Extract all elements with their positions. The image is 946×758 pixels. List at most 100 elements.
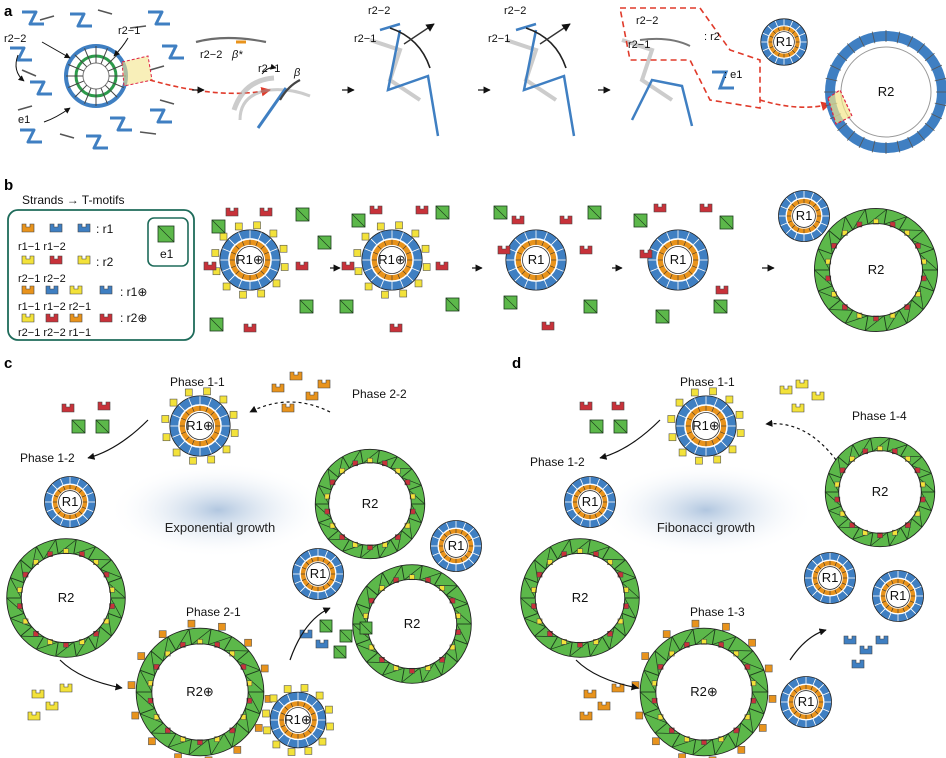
d-loose-blue-2 — [875, 635, 889, 645]
b-motif-15 — [653, 203, 667, 213]
ring-label-c-3: R2 — [58, 590, 75, 605]
scattered-strands — [17, 9, 175, 139]
ring-label-d-7: R2⊕ — [690, 684, 718, 699]
b-motif-6 — [415, 205, 429, 215]
ring-label-b-2: R1⊕ — [378, 252, 406, 267]
legend-motif-orange — [21, 223, 35, 233]
c-ring-r1-left — [44, 476, 96, 528]
legend-motif-blue — [49, 223, 63, 233]
step1-label-r21: r2−1 — [354, 33, 376, 45]
phase-c-4: Phase 2-1 — [186, 605, 241, 619]
c-loose-tile-3 — [95, 419, 110, 434]
ring-label-d-1: R1⊕ — [692, 418, 720, 433]
c-loose-sq-0 — [319, 619, 333, 633]
step3-label-r2: : r2 — [704, 31, 720, 43]
d-loose-blue-1 — [859, 645, 873, 655]
e1-frame — [147, 217, 189, 267]
legend-e1-tile — [157, 225, 175, 243]
c-ring-r2-top-right — [314, 448, 426, 560]
step3-label-e1: : e1 — [724, 69, 742, 81]
c-loose-orange-1 — [289, 371, 303, 381]
b-ring-2 — [353, 221, 431, 299]
b-motif-0 — [225, 207, 239, 217]
step2-label-r22: r2−2 — [504, 5, 526, 17]
d-loose-yellow-1 — [795, 379, 809, 389]
phase-c-2: Phase 2-2 — [352, 387, 407, 401]
phase-d-1: Phase 1-1 — [680, 375, 735, 389]
cycle-arrows-d — [575, 419, 837, 691]
b-tile-15 — [713, 299, 728, 314]
d-loose-motif-1 — [611, 401, 625, 411]
cycle-arrows-c — [59, 401, 331, 691]
c-ring-r1-mid — [292, 548, 344, 600]
panel-letter-b: b — [4, 177, 13, 194]
d-ring-r1p-top — [667, 387, 745, 465]
b-motif-8 — [435, 261, 449, 271]
c-loose-blue-0 — [315, 639, 329, 649]
legend-row-4-sub: r1−1 r1−2 r2−1 — [18, 301, 91, 313]
ring-label-d-8: R1 — [798, 694, 815, 709]
ring-label-d-2: R1 — [582, 494, 599, 509]
detail-label-beta: β — [293, 67, 301, 79]
detail-label-r22: r2−2 — [200, 49, 222, 61]
legend-motif-red — [49, 255, 63, 265]
b-tile-3 — [209, 317, 224, 332]
ring-label-c-6: R1 — [310, 566, 327, 581]
c-ring-r1p-bottom — [262, 684, 334, 756]
ring-label-c-9: R1⊕ — [284, 712, 312, 727]
c-ring-r1-right — [430, 520, 482, 572]
d-ring-r1-mid — [804, 552, 856, 604]
b-tile-9 — [493, 205, 508, 220]
b-motif-1 — [259, 207, 273, 217]
legend-motif-r2p — [99, 313, 113, 323]
ring-label-b-3: R1 — [528, 252, 545, 267]
legend-row-2-text: : r2 — [96, 255, 114, 269]
legend-motif-o2 — [21, 285, 35, 295]
ring-r1-a — [760, 18, 808, 66]
b-motif-9 — [389, 323, 403, 333]
phase-d-4: Phase 1-3 — [690, 605, 745, 619]
c-loose-yellow-3 — [27, 711, 41, 721]
zoom-arrow-2 — [759, 99, 831, 111]
legend-row-4-text: : r2⊕ — [120, 311, 147, 325]
legend-e1-label: e1 — [160, 247, 174, 261]
legend-motif-r2 — [77, 255, 91, 265]
b-tile-0 — [211, 219, 226, 234]
c-loose-orange-2 — [305, 391, 319, 401]
zoom-detail-1 — [195, 36, 311, 129]
ring-label-c-2: R1 — [62, 494, 79, 509]
release-outline — [619, 7, 761, 109]
d-ring-r2-left — [520, 538, 640, 658]
detail-label-beta-star: β* — [231, 49, 243, 61]
panel-letter-d: d — [512, 355, 521, 372]
ring-label-b-4: R1 — [670, 252, 687, 267]
panel-d: d Fibonacci growth Phase 1-1 Phase 1-4 P… — [512, 355, 936, 758]
c-loose-sq-3 — [333, 645, 347, 659]
legend-motif-y2 — [69, 285, 83, 295]
b-ring-5 — [778, 190, 830, 242]
b-motif-7 — [341, 261, 355, 271]
ring-a1-body — [760, 18, 808, 66]
assembly-steps — [369, 7, 761, 137]
ring-label-c-8: R2⊕ — [186, 684, 214, 699]
phase-c-1: Phase 1-1 — [170, 375, 225, 389]
b-ring-3 — [505, 229, 567, 291]
b-motif-5 — [369, 205, 383, 215]
strand-label-e1: e1 — [18, 114, 30, 126]
e1-strands — [10, 10, 184, 150]
b-tile-11 — [503, 295, 518, 310]
b-tile-14 — [719, 215, 734, 230]
b-tile-7 — [445, 297, 460, 312]
b-tile-16 — [655, 309, 670, 324]
b-motif-2 — [295, 261, 309, 271]
c-ring-r1p-top — [161, 387, 239, 465]
growth-label-d: Fibonacci growth — [657, 520, 755, 535]
d-loose-orange-0 — [583, 689, 597, 699]
c-loose-sq-2 — [359, 621, 373, 635]
legend-row-5-sub: r2−1 r2−2 r1−1 — [18, 327, 91, 339]
b-tile-1 — [295, 207, 310, 222]
legend-motif-b2 — [45, 285, 59, 295]
panel-b-rings — [203, 190, 939, 333]
c-ring-r2-right — [352, 564, 472, 684]
b-ring-1 — [211, 221, 289, 299]
